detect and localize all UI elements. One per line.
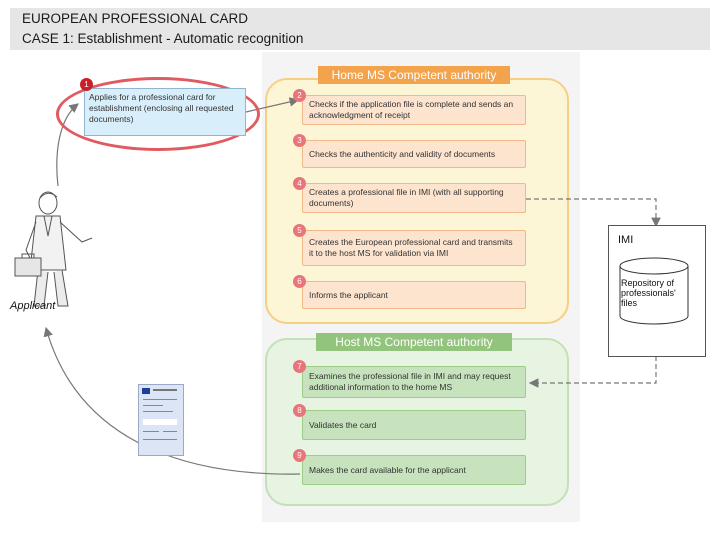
step-9-number: 9: [293, 449, 306, 462]
step-4-text: Creates a professional file in IMI (with…: [309, 187, 504, 208]
professional-card-document-icon: [138, 384, 184, 456]
step-1-box: Applies for a professional card for esta…: [84, 88, 246, 136]
step-5-number: 5: [293, 224, 306, 237]
home-authority-title: Home MS Competent authority: [318, 66, 510, 84]
step-3-text: Checks the authenticity and validity of …: [309, 148, 496, 159]
step-2-box: Checks if the application file is comple…: [302, 95, 526, 125]
step-9-box: Makes the card available for the applica…: [302, 455, 526, 485]
step-1-highlight-ellipse: [56, 77, 260, 151]
diagram-subtitle: CASE 1: Establishment - Automatic recogn…: [22, 31, 304, 46]
step-4-number: 4: [293, 177, 306, 190]
step-8-number: 8: [293, 404, 306, 417]
step-5-text: Creates the European professional card a…: [309, 237, 513, 258]
applicant-label: Applicant: [10, 300, 56, 312]
step-4-box: Creates a professional file in IMI (with…: [302, 183, 526, 213]
dashed-step4-to-imi: [526, 198, 661, 228]
step-1-number: 1: [80, 78, 93, 91]
step-2-text: Checks if the application file is comple…: [309, 99, 514, 120]
step-8-text: Validates the card: [309, 419, 377, 430]
host-authority-title: Host MS Competent authority: [316, 333, 512, 351]
step-2-number: 2: [293, 89, 306, 102]
step-6-number: 6: [293, 275, 306, 288]
header-bar: EUROPEAN PROFESSIONAL CARD CASE 1: Estab…: [10, 8, 710, 50]
diagram-title: EUROPEAN PROFESSIONAL CARD: [22, 11, 249, 26]
step-1-text: Applies for a professional card for esta…: [89, 92, 234, 124]
step-8-box: Validates the card: [302, 410, 526, 440]
step-7-box: Examines the professional file in IMI an…: [302, 366, 526, 398]
step-3-number: 3: [293, 134, 306, 147]
step-5-box: Creates the European professional card a…: [302, 230, 526, 266]
step-7-number: 7: [293, 360, 306, 373]
step-6-box: Informs the applicant: [302, 281, 526, 309]
step-6-text: Informs the applicant: [309, 289, 388, 300]
step-9-text: Makes the card available for the applica…: [309, 464, 466, 475]
imi-label: IMI: [618, 234, 634, 246]
repository-label: Repository of professionals' files: [621, 278, 676, 308]
step-7-text: Examines the professional file in IMI an…: [309, 371, 511, 392]
step-3-box: Checks the authenticity and validity of …: [302, 140, 526, 168]
dashed-imi-to-step7: [528, 356, 657, 388]
